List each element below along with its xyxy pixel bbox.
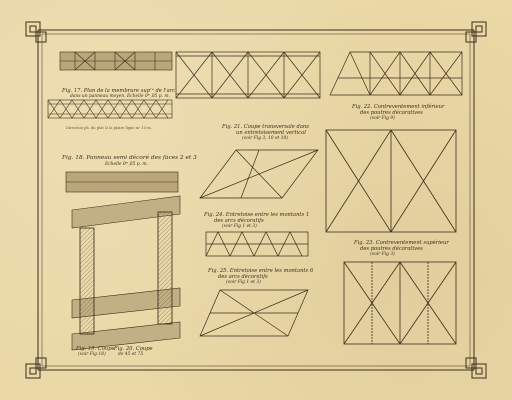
fig17-upper-chord-strip (59, 51, 173, 71)
corner-ornament-bottom-right (465, 357, 487, 379)
fig25-caption-line2: des arcs décoratifs (218, 274, 268, 280)
fig17-note: Direction ph. du plat & la plaire ligne … (66, 126, 152, 130)
fig17-lower-truss (47, 99, 173, 119)
fig21-caption: Fig. 21. Coupe transversale dans (222, 124, 309, 130)
fig19-subcaption: (voir Fig 18) (78, 352, 106, 357)
fig24-entretoise (205, 231, 309, 257)
fig24-subcaption: (voir Fig 1 et 3) (222, 224, 257, 229)
fig22-truss-elevation (329, 51, 463, 96)
corner-ornament-top-right (465, 21, 487, 43)
fig21-truss-elevation (175, 51, 321, 99)
fig23-caption: Fig. 23. Contreventement supérieur (354, 240, 449, 246)
corner-ornament-top-left (25, 21, 47, 43)
fig24-caption: Fig. 24. Entretoise entre les montants 1 (204, 212, 310, 218)
fig17-subcaption: dans un panneau moyen. Echelle 0ᵐ,05 p. … (70, 94, 170, 99)
fig18-panel (65, 171, 181, 351)
corner-ornament-bottom-left (25, 357, 47, 379)
fig18-subcaption: Echelle 0ᵐ,05 p. m. (105, 162, 148, 167)
fig24-caption-line2: des arcs décoratifs (214, 218, 264, 224)
fig23-caption-line2: des poutres décoratives (360, 246, 423, 252)
fig22-caption-line2: des poutres décoratives (360, 110, 423, 116)
fig17-caption: Fig. 17. Plan de la membrure supʳᵉ de l'… (62, 88, 176, 94)
fig22-subcaption: (voir Fig 9) (370, 116, 395, 121)
fig21-subcaption: (voir Fig 3, 10 et 18) (242, 136, 289, 141)
decorative-border (37, 29, 475, 371)
fig20-caption: Fig. 20. Coupe (114, 346, 153, 352)
fig20-subcaption: de 45 et 75 (118, 352, 144, 357)
fig24-diagonal-bracing (199, 149, 319, 199)
fig25-entretoise (199, 289, 309, 337)
fig22-contreventement-inferieur (325, 129, 457, 233)
fig22-caption: Fig. 22. Contreventement inférieur (352, 104, 445, 110)
fig19-caption: Fig. 19. Coupe (76, 346, 115, 352)
fig21-caption-line2: un entretoisement vertical (236, 130, 306, 136)
fig23-subcaption: (voir Fig 3) (370, 252, 395, 257)
fig23-contreventement-superieur (343, 261, 457, 345)
fig25-subcaption: (voir Fig 1 et 3) (226, 280, 261, 285)
fig25-caption: Fig. 25. Entretoise entre les montants 6 (208, 268, 314, 274)
fig18-caption: Fig. 18. Panneau semi décoré des faces 2… (62, 155, 197, 161)
